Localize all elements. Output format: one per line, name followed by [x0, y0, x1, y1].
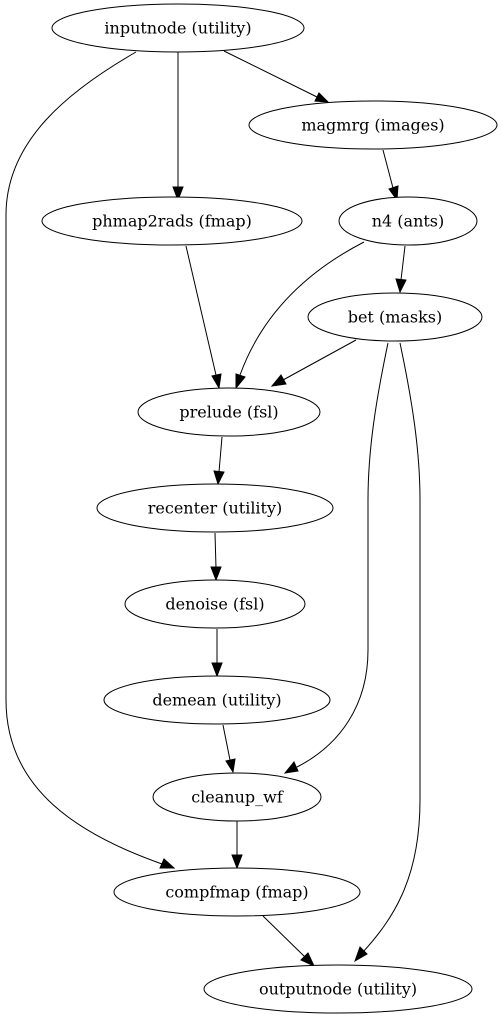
- node-outputnode[interactable]: outputnode (utility): [203, 964, 473, 1014]
- node-n4[interactable]: n4 (ants): [338, 196, 478, 246]
- edge-bet-to-prelude: [270, 339, 357, 387]
- node-label-cleanup_wf: cleanup_wf: [191, 788, 284, 807]
- node-inputnode[interactable]: inputnode (utility): [51, 3, 305, 53]
- node-label-prelude: prelude (fsl): [179, 403, 278, 422]
- node-label-phmap2rads: phmap2rads (fmap): [92, 212, 252, 231]
- node-label-compfmap: compfmap (fmap): [165, 883, 308, 902]
- node-compfmap[interactable]: compfmap (fmap): [113, 867, 361, 917]
- edge-n4-to-prelude: [235, 241, 365, 390]
- edge-bet-to-outputnode: [354, 342, 421, 963]
- edge-denoise-to-demean: [211, 629, 223, 678]
- node-demean[interactable]: demean (utility): [103, 675, 331, 725]
- node-phmap2rads[interactable]: phmap2rads (fmap): [41, 196, 303, 246]
- node-magmrg[interactable]: magmrg (images): [248, 100, 498, 150]
- edge-magmrg-to-n4: [382, 149, 399, 202]
- node-recenter[interactable]: recenter (utility): [96, 483, 334, 533]
- edge-inputnode-to-compfmap: [5, 51, 176, 869]
- edge-prelude-to-recenter: [213, 436, 225, 486]
- node-bet[interactable]: bet (masks): [307, 292, 483, 342]
- edge-n4-to-bet: [395, 245, 407, 294]
- edge-inputnode-to-phmap2rads: [172, 52, 184, 202]
- edge-phmap2rads-to-prelude: [185, 245, 222, 390]
- node-label-denoise: denoise (fsl): [165, 595, 264, 614]
- node-denoise[interactable]: denoise (fsl): [124, 579, 306, 629]
- node-prelude[interactable]: prelude (fsl): [137, 387, 321, 437]
- node-label-magmrg: magmrg (images): [301, 116, 444, 135]
- edges: [5, 50, 421, 968]
- edge-compfmap-to-outputnode: [262, 915, 316, 968]
- edge-inputnode-to-magmrg: [223, 50, 330, 103]
- node-cleanup_wf[interactable]: cleanup_wf: [152, 772, 322, 822]
- node-label-inputnode: inputnode (utility): [104, 19, 251, 38]
- edge-bet-to-cleanup_wf: [283, 342, 389, 774]
- nodes: inputnode (utility) magmrg (images) phma…: [41, 3, 498, 1014]
- edge-cleanup_wf-to-compfmap: [231, 821, 243, 870]
- edge-recenter-to-denoise: [210, 532, 222, 582]
- node-label-bet: bet (masks): [348, 308, 443, 327]
- node-label-recenter: recenter (utility): [148, 499, 283, 518]
- node-label-demean: demean (utility): [152, 691, 281, 710]
- node-label-outputnode: outputnode (utility): [259, 980, 417, 999]
- node-label-n4: n4 (ants): [372, 212, 445, 231]
- edge-demean-to-cleanup_wf: [222, 724, 236, 774]
